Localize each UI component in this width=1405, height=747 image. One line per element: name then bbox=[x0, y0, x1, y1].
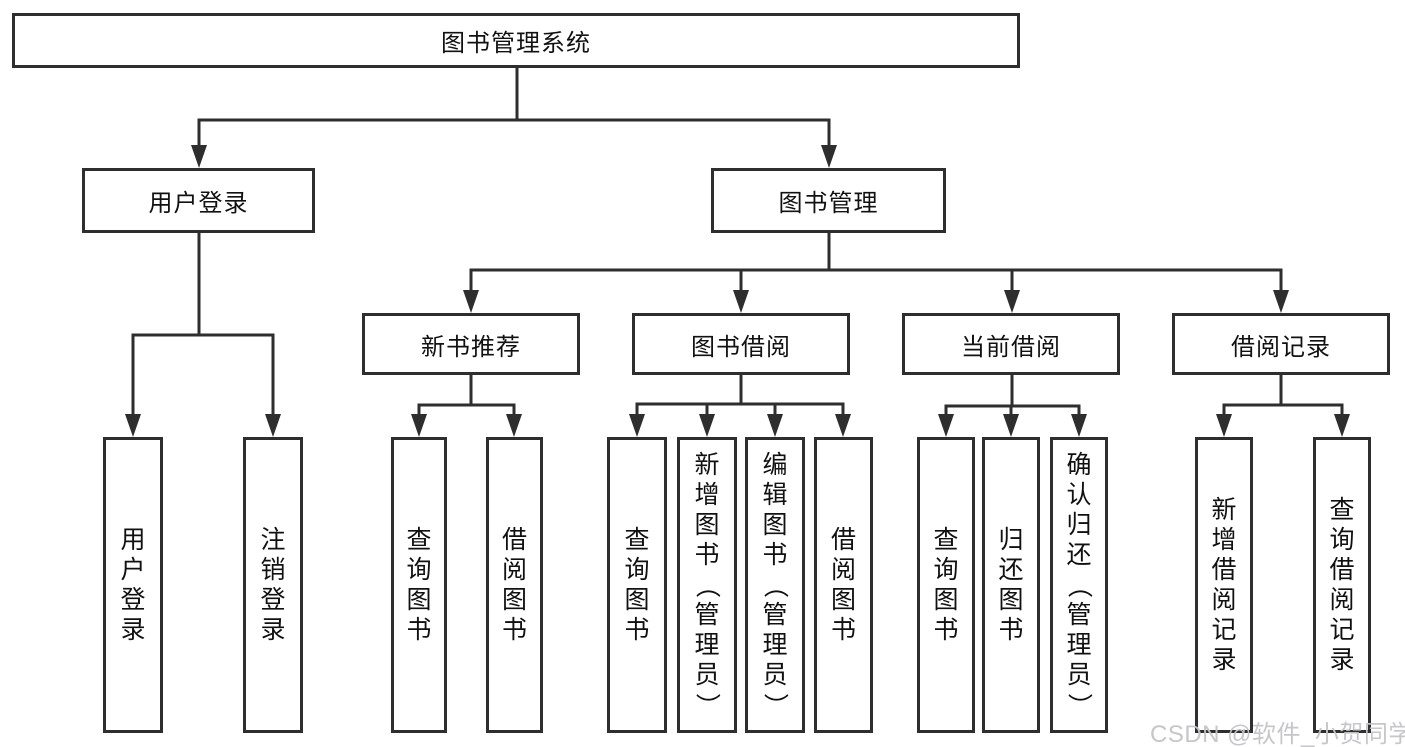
node-borrow-record: 借阅记录 bbox=[1172, 313, 1390, 375]
leaf-add-books-admin: 新增图书（管理员） bbox=[677, 437, 737, 733]
connector-new-book-children bbox=[411, 373, 522, 437]
leaf-confirm-return-admin: 确认归还（管理员） bbox=[1050, 437, 1108, 733]
leaf-user-login: 用户登录 bbox=[103, 437, 163, 733]
node-new-book-recommend: 新书推荐 bbox=[362, 313, 580, 375]
leaf-edit-books-admin: 编辑图书（管理员） bbox=[745, 437, 805, 733]
node-label: 图书管理系统 bbox=[441, 30, 591, 57]
node-label: 当前借阅 bbox=[961, 333, 1061, 361]
leaf-query-books-borrow: 查询图书 bbox=[607, 437, 667, 733]
connector-current-borrow-children bbox=[938, 373, 1087, 437]
leaf-logout: 注销登录 bbox=[243, 437, 303, 733]
node-label: 归还图书 bbox=[998, 525, 1024, 644]
leaf-query-books-current: 查询图书 bbox=[917, 437, 975, 733]
node-label: 查询借阅记录 bbox=[1329, 495, 1355, 674]
node-book-borrow: 图书借阅 bbox=[632, 313, 850, 375]
connector-book-management-children bbox=[463, 231, 1289, 313]
node-user-login: 用户登录 bbox=[82, 168, 315, 233]
node-label: 确认归还（管理员） bbox=[1065, 450, 1094, 718]
node-book-management: 图书管理 bbox=[711, 168, 946, 233]
node-label: 借阅图书 bbox=[830, 525, 856, 644]
node-label: 注销登录 bbox=[260, 525, 286, 644]
leaf-query-books-recommend: 查询图书 bbox=[391, 437, 447, 733]
node-label: 借阅记录 bbox=[1231, 333, 1331, 361]
leaf-borrow-books: 借阅图书 bbox=[814, 437, 873, 733]
leaf-add-borrow-record: 新增借阅记录 bbox=[1195, 437, 1253, 733]
node-label: 借阅图书 bbox=[501, 525, 527, 644]
connector-root-to-level2 bbox=[191, 66, 837, 168]
connector-user-login-children bbox=[125, 231, 281, 437]
connector-book-borrow-children bbox=[629, 373, 851, 437]
node-label: 用户登录 bbox=[120, 525, 146, 644]
leaf-query-borrow-record: 查询借阅记录 bbox=[1313, 437, 1371, 733]
leaf-return-books: 归还图书 bbox=[982, 437, 1040, 733]
node-current-borrow: 当前借阅 bbox=[902, 313, 1120, 375]
node-label: 编辑图书（管理员） bbox=[761, 450, 790, 718]
node-label: 查询图书 bbox=[933, 525, 959, 644]
node-label: 查询图书 bbox=[406, 525, 432, 644]
node-label: 用户登录 bbox=[148, 190, 249, 217]
node-library-system: 图书管理系统 bbox=[12, 13, 1020, 68]
node-label: 图书借阅 bbox=[691, 333, 791, 361]
connector-borrow-record-children bbox=[1216, 373, 1350, 437]
node-label: 新增借阅记录 bbox=[1211, 495, 1237, 674]
node-label: 图书管理 bbox=[778, 190, 879, 217]
watermark: CSDN @软件_小贺同学 bbox=[1150, 721, 1405, 747]
leaf-borrow-books-recommend: 借阅图书 bbox=[486, 437, 543, 733]
node-label: 查询图书 bbox=[624, 525, 650, 644]
node-label: 新书推荐 bbox=[421, 333, 521, 361]
node-label: 新增图书（管理员） bbox=[693, 450, 722, 718]
